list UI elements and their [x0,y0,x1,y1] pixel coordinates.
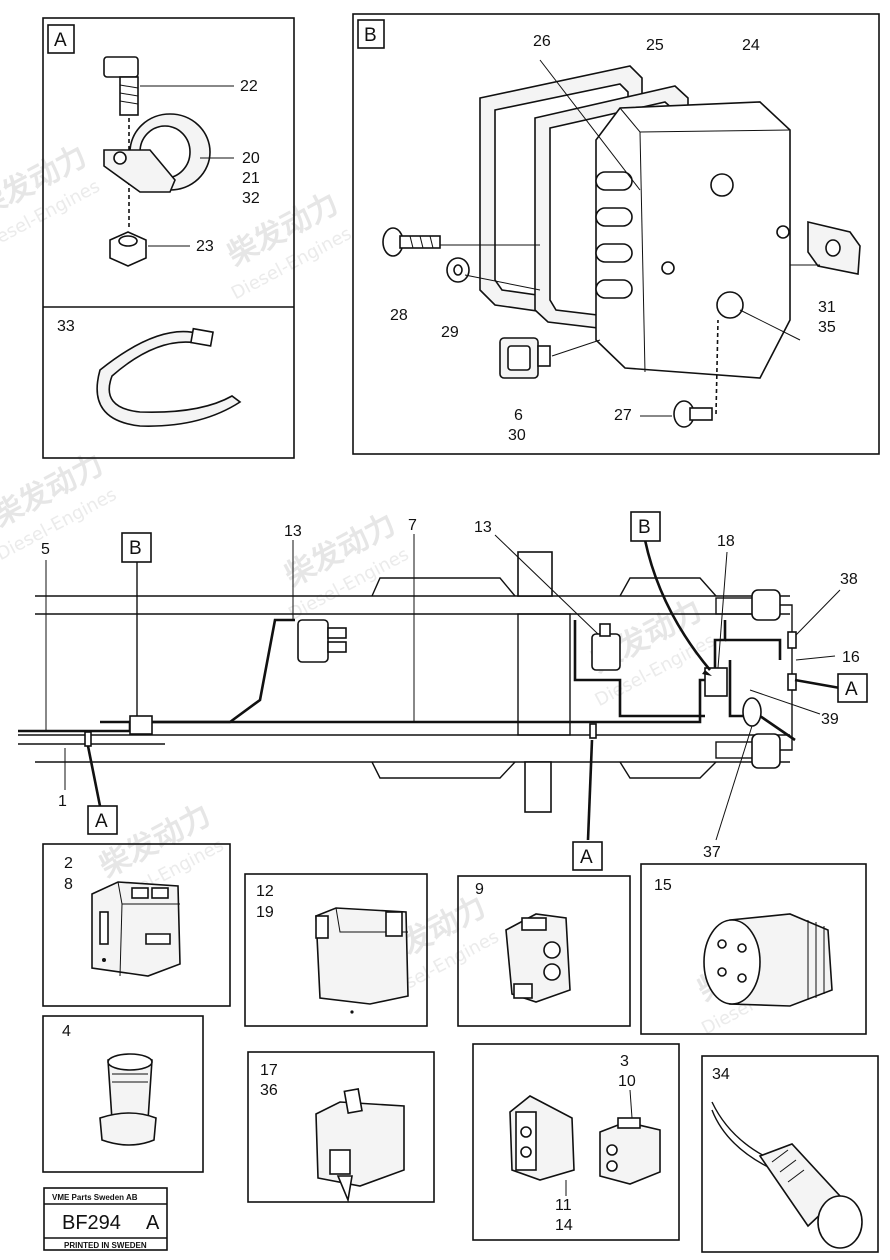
inset-b: B [352,13,880,455]
svg-text:15: 15 [654,877,672,894]
svg-text:8: 8 [64,876,73,893]
svg-text:37: 37 [703,844,721,861]
chassis-diagram: B B A A A 5 13 7 13 18 38 16 39 1 37 [18,511,868,871]
svg-text:18: 18 [717,533,735,550]
part-box-9: 9 [457,875,631,1027]
connector-13-right [591,633,621,671]
junction-b [129,715,153,735]
svg-text:10: 10 [618,1073,636,1090]
clip-20 [103,113,211,193]
svg-text:9: 9 [475,881,484,898]
grommet-37 [742,697,762,727]
svg-text:B: B [638,517,651,538]
grommet-31 [807,220,861,275]
svg-text:4: 4 [62,1023,71,1040]
connector-18 [704,667,728,697]
svg-text:25: 25 [646,37,664,54]
footer-label: VME Parts Sweden AB BF294 A PRINTED IN S… [43,1187,168,1251]
svg-text:33: 33 [57,318,75,335]
svg-text:1: 1 [58,793,67,810]
svg-text:38: 38 [840,571,858,588]
svg-text:16: 16 [842,649,860,666]
svg-text:27: 27 [614,407,632,424]
svg-text:24: 24 [742,37,760,54]
clip-16 [787,673,797,691]
svg-text:22: 22 [240,78,258,95]
part-box-34: 34 [701,1055,879,1253]
part-box-15: 15 [640,863,867,1035]
svg-text:30: 30 [508,427,526,444]
cover-24 [595,101,791,379]
footer-printed: PRINTED IN SWEDEN [64,1241,147,1250]
svg-text:2: 2 [64,855,73,872]
grommet-6 [499,337,551,379]
svg-text:A: A [95,811,108,832]
cable-tie-33 [96,327,242,427]
svg-text:6: 6 [514,407,523,424]
footer-suffix: A [146,1212,160,1234]
svg-text:20: 20 [242,150,260,167]
crossmember [517,551,553,597]
connector-13-left [297,619,329,663]
svg-text:26: 26 [533,33,551,50]
svg-text:19: 19 [256,904,274,921]
washer-29 [446,257,470,283]
screw-27 [673,400,713,428]
footer-company: VME Parts Sweden AB [52,1193,138,1202]
svg-text:39: 39 [821,711,839,728]
svg-text:13: 13 [284,523,302,540]
part-box-2: 2 8 [42,843,231,1007]
part-box-4: 4 [42,1015,204,1173]
svg-text:7: 7 [408,517,417,534]
inset-a-letter: A [54,30,67,51]
svg-text:32: 32 [242,190,260,207]
svg-text:5: 5 [41,541,50,558]
svg-text:12: 12 [256,883,274,900]
svg-text:31: 31 [818,299,836,316]
svg-text:3: 3 [620,1053,629,1070]
svg-text:13: 13 [474,519,492,536]
svg-text:29: 29 [441,324,459,341]
svg-text:A: A [580,847,593,868]
part-box-12: 12 19 [244,873,428,1027]
clip-38 [787,631,797,649]
svg-text:28: 28 [390,307,408,324]
svg-text:11: 11 [555,1197,572,1214]
svg-text:B: B [129,538,142,559]
nut-23 [109,231,147,267]
inset-b-letter: B [364,25,377,46]
screw-28 [382,227,441,257]
footer-code: BF294 [62,1212,121,1234]
part-box-3: 3 10 11 14 [472,1043,680,1241]
svg-text:35: 35 [818,319,836,336]
inset-a: A 22 20 21 32 23 33 [42,17,295,459]
svg-text:23: 23 [196,238,214,255]
svg-text:A: A [845,679,858,700]
svg-text:14: 14 [555,1217,573,1234]
svg-text:36: 36 [260,1082,278,1099]
part-box-17: 17 36 [247,1051,435,1203]
svg-text:17: 17 [260,1062,278,1079]
svg-text:34: 34 [712,1066,730,1083]
svg-text:21: 21 [242,170,260,187]
